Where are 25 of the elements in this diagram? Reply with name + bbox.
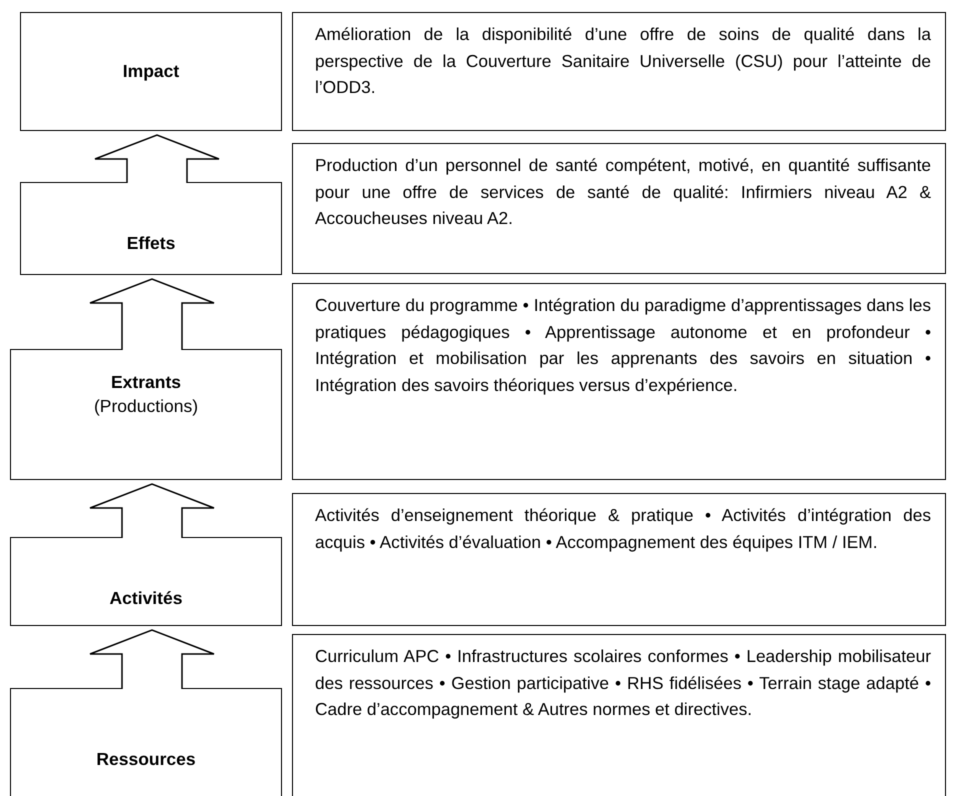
description-box — [292, 283, 946, 480]
description-text: Couverture du programme • Intégration du paradigme d’apprentissages dans les pratiques pédagogiques • Apprentissage autonome et en profondeur • Intégration et mobilisation par les apprenants des savoirs en situation • Intégration des savoirs théoriques versus d’expérience. — [314, 294, 932, 397]
tier-box — [20, 182, 282, 275]
tier-box — [10, 349, 282, 480]
description-box — [292, 12, 946, 131]
description-text: Amélioration de la disponibilité d’une offre de soins de qualité dans la perspective de la Couverture Sanitaire Universelle (CSU) pour l’atteinte de l’ODD3. — [314, 23, 932, 99]
description-text: Production d’un personnel de santé compétent, motivé, en quantité suffisante pour une offre de services de santé de qualité: Infirmiers niveau A2 & Accoucheuses niveau A2. — [314, 154, 932, 230]
tier-box — [10, 537, 282, 626]
description-text: Curriculum APC • Infrastructures scolaires conformes • Leadership mobilisateur des ressources • Gestion participative • RHS fidélisées • Terrain stage adapté • Cadre d’accompagnement & Autres normes et directives. — [314, 645, 932, 721]
block-arrow — [89, 278, 215, 351]
block-arrow — [94, 134, 220, 184]
description-box — [292, 143, 946, 274]
tier-title: Ressources — [96, 748, 196, 771]
tier-box — [10, 688, 282, 796]
tier-title: Extrants — [110, 371, 182, 394]
block-arrow — [89, 629, 215, 690]
tier-title: Impact — [122, 60, 180, 83]
description-text: Activités d’enseignement théorique & pratique • Activités d’intégration des acquis • Activités d’évaluation • Accompagnement des équipes ITM / IEM. — [314, 504, 932, 554]
description-box — [292, 493, 946, 626]
description-box — [292, 634, 946, 796]
tier-box — [20, 12, 282, 131]
block-arrow — [89, 483, 215, 539]
tier-subtitle: (Productions) — [94, 395, 198, 418]
tier-title: Activités — [110, 587, 182, 610]
tier-title: Effets — [126, 232, 176, 255]
